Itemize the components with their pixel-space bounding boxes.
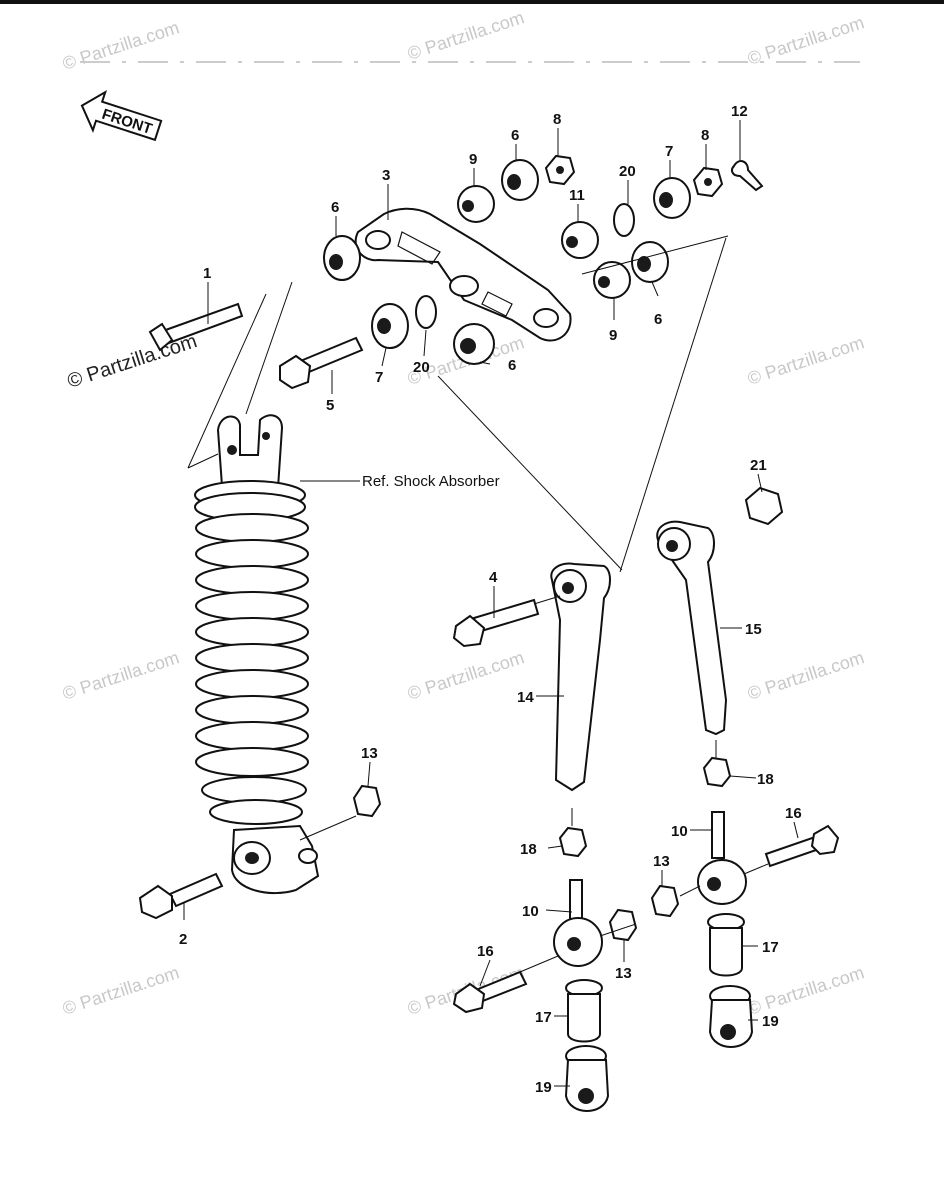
- washers-bushings: [323, 159, 691, 365]
- callout-13: 13: [615, 965, 632, 982]
- part-21-nut: [744, 486, 784, 526]
- watermark: © Partzilla.com: [60, 17, 182, 74]
- callout-18: 18: [520, 841, 537, 858]
- part-14-link-arm: [550, 562, 611, 792]
- callout-8: 8: [701, 127, 709, 144]
- part-2-bolt: [138, 872, 224, 920]
- part-17-collar: [565, 979, 603, 1043]
- callout-5: 5: [326, 397, 334, 414]
- callout-13: 13: [361, 745, 378, 762]
- callout-3: 3: [382, 167, 390, 184]
- callout-11: 11: [569, 187, 585, 204]
- callout-18: 18: [757, 771, 774, 788]
- callout-6: 6: [654, 311, 662, 328]
- part-19-eye: [708, 985, 754, 1048]
- watermark: © Partzilla.com: [745, 962, 867, 1019]
- callout-10: 10: [671, 823, 688, 840]
- callout-4: 4: [489, 569, 498, 586]
- callout-2: 2: [179, 931, 187, 948]
- callout-9: 9: [469, 151, 477, 168]
- reference-note: Ref. Shock Absorber: [362, 473, 500, 490]
- watermark: © Partzilla.com: [405, 7, 527, 64]
- part-4-bolt: [452, 598, 540, 648]
- part-13-nut: [608, 908, 638, 942]
- part-16-bolt: [452, 970, 528, 1014]
- part-10-rod-end: [553, 879, 603, 967]
- part-13-nut: [650, 884, 680, 918]
- part-19-eye: [564, 1045, 610, 1112]
- callout-9: 9: [609, 327, 617, 344]
- part-18-nut: [558, 826, 588, 858]
- part-18-nut: [702, 756, 732, 788]
- callout-16: 16: [477, 943, 494, 960]
- part-3-bracket: [354, 207, 572, 342]
- part-20-snap-ring: [415, 295, 437, 329]
- part-20-snap-ring: [613, 203, 635, 237]
- callout-14: 14: [517, 689, 534, 706]
- part-15-link-arm: [656, 520, 728, 736]
- watermark: © Partzilla.com: [745, 12, 867, 69]
- callout-19: 19: [535, 1079, 552, 1096]
- callout-17: 17: [762, 939, 779, 956]
- callout-1: 1: [203, 265, 211, 282]
- callout-12: 12: [731, 103, 748, 120]
- part-1-bolt: [148, 302, 244, 352]
- assembly-lines: [187, 235, 769, 973]
- watermark: © Partzilla.com: [745, 647, 867, 704]
- part-10-rod-end: [697, 811, 747, 905]
- callout-20: 20: [413, 359, 430, 376]
- watermark: © Partzilla.com: [60, 647, 182, 704]
- callout-15: 15: [745, 621, 762, 638]
- part-13-nut: [352, 784, 382, 818]
- callout-leaders: [183, 120, 799, 1087]
- callout-6: 6: [508, 357, 516, 374]
- watermarks: © Partzilla.com © Partzilla.com © Partzi…: [60, 7, 867, 1019]
- callout-10: 10: [522, 903, 539, 920]
- callout-6: 6: [511, 127, 519, 144]
- part-5-bolt: [279, 336, 364, 390]
- part-16-bolt: [764, 824, 840, 868]
- callout-13: 13: [653, 853, 670, 870]
- callout-8: 8: [553, 111, 561, 128]
- part-12-cotter-pin: [731, 160, 764, 192]
- nuts-part-8: [544, 154, 724, 198]
- watermark: © Partzilla.com: [405, 647, 527, 704]
- spring: [195, 513, 309, 825]
- part-17-collar: [707, 913, 745, 977]
- callout-6: 6: [331, 199, 339, 216]
- callout-21: 21: [750, 457, 767, 474]
- shock-absorber: [194, 414, 320, 894]
- callout-20: 20: [619, 163, 636, 180]
- front-arrow: FRONT: [80, 90, 163, 142]
- callout-17: 17: [535, 1009, 552, 1026]
- callout-7: 7: [665, 143, 673, 160]
- callout-numbers: 1 2 3 4 5 6 6 6 6 7 7 8 8 9 9 10 10 11 1…: [179, 103, 802, 1096]
- callout-16: 16: [785, 805, 802, 822]
- callout-7: 7: [375, 369, 383, 386]
- callout-19: 19: [762, 1013, 779, 1030]
- watermark: © Partzilla.com: [745, 332, 867, 389]
- watermark: © Partzilla.com: [60, 962, 182, 1019]
